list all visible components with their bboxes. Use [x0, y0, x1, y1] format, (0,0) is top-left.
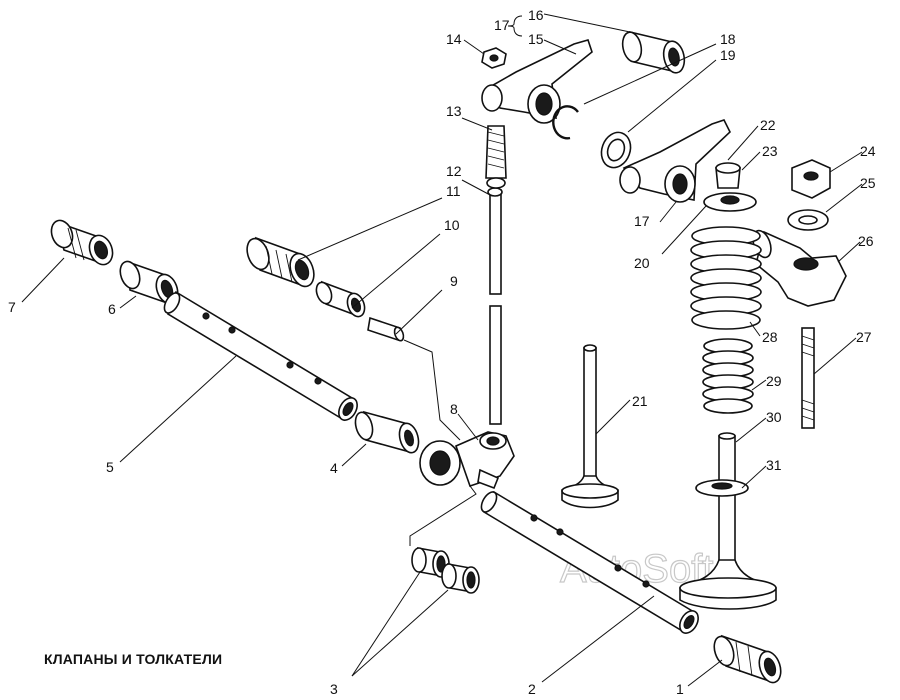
part-9-pin [367, 316, 405, 342]
part-8-rocker-arm [419, 431, 515, 490]
label-21: 21 [632, 393, 648, 409]
part-3-bushings [411, 547, 480, 594]
part-16-bushing [621, 30, 686, 74]
label-2: 2 [528, 681, 536, 697]
label-29: 29 [766, 373, 782, 389]
part-2-pushrod-shaft [480, 490, 699, 634]
part-18-circlip [552, 105, 579, 140]
label-9: 9 [450, 273, 458, 289]
label-26: 26 [858, 233, 874, 249]
part-labels: 1 2 3 4 5 6 7 8 9 10 11 12 13 14 15 16 1… [8, 7, 876, 697]
label-19: 19 [720, 47, 736, 63]
part-7-bushing [50, 219, 114, 266]
label-17: 17 [634, 213, 650, 229]
diagram-caption: КЛАПАНЫ И ТОЛКАТЕЛИ [44, 651, 223, 667]
part-12-push-rod [487, 187, 503, 425]
part-11-bushing [246, 236, 315, 288]
part-24-nut [791, 159, 831, 199]
part-19-washer [600, 131, 632, 169]
part-30-valve [679, 432, 777, 610]
label-27: 27 [856, 329, 872, 345]
label-18: 18 [720, 31, 736, 47]
label-20: 20 [634, 255, 650, 271]
part-27-stud [801, 327, 815, 429]
label-23: 23 [762, 143, 778, 159]
part-23-valve-keepers [715, 162, 741, 189]
part-10-bushing [315, 280, 366, 318]
label-4: 4 [330, 460, 338, 476]
part-28-outer-spring [690, 226, 762, 330]
label-16: 16 [528, 7, 544, 23]
label-11: 11 [446, 183, 461, 199]
leader-lines [21, 13, 863, 687]
label-14: 14 [446, 31, 462, 47]
part-29-inner-spring [702, 338, 754, 414]
part-15-rocker-arm [481, 39, 593, 124]
part-13-adjusting-screw [485, 125, 507, 189]
part-17-rocker-arm [619, 119, 731, 203]
label-10: 10 [444, 217, 460, 233]
part-1-bushing [713, 634, 782, 684]
label-1: 1 [676, 681, 684, 697]
part-26-rocker-support [752, 229, 847, 307]
label-6: 6 [108, 301, 116, 317]
part-14-nut [481, 47, 507, 69]
label-12: 12 [446, 163, 462, 179]
part-21-valve [561, 344, 619, 509]
label-25: 25 [860, 175, 876, 191]
label-31: 31 [766, 457, 782, 473]
part-5-rocker-shaft [163, 290, 358, 422]
label-15: 15 [528, 31, 544, 47]
label-3: 3 [330, 681, 338, 697]
label-8: 8 [450, 401, 458, 417]
label-22: 22 [760, 117, 776, 133]
label-13: 13 [446, 103, 462, 119]
part-4-bushing [354, 410, 420, 454]
label-5: 5 [106, 459, 114, 475]
label-7: 7 [8, 299, 16, 315]
label-28: 28 [762, 329, 778, 345]
part-25-washer [787, 209, 829, 231]
label-30: 30 [766, 409, 782, 425]
part-20-spring-retainer [703, 192, 757, 212]
label-17-group: 17 [494, 17, 510, 33]
label-24: 24 [860, 143, 876, 159]
